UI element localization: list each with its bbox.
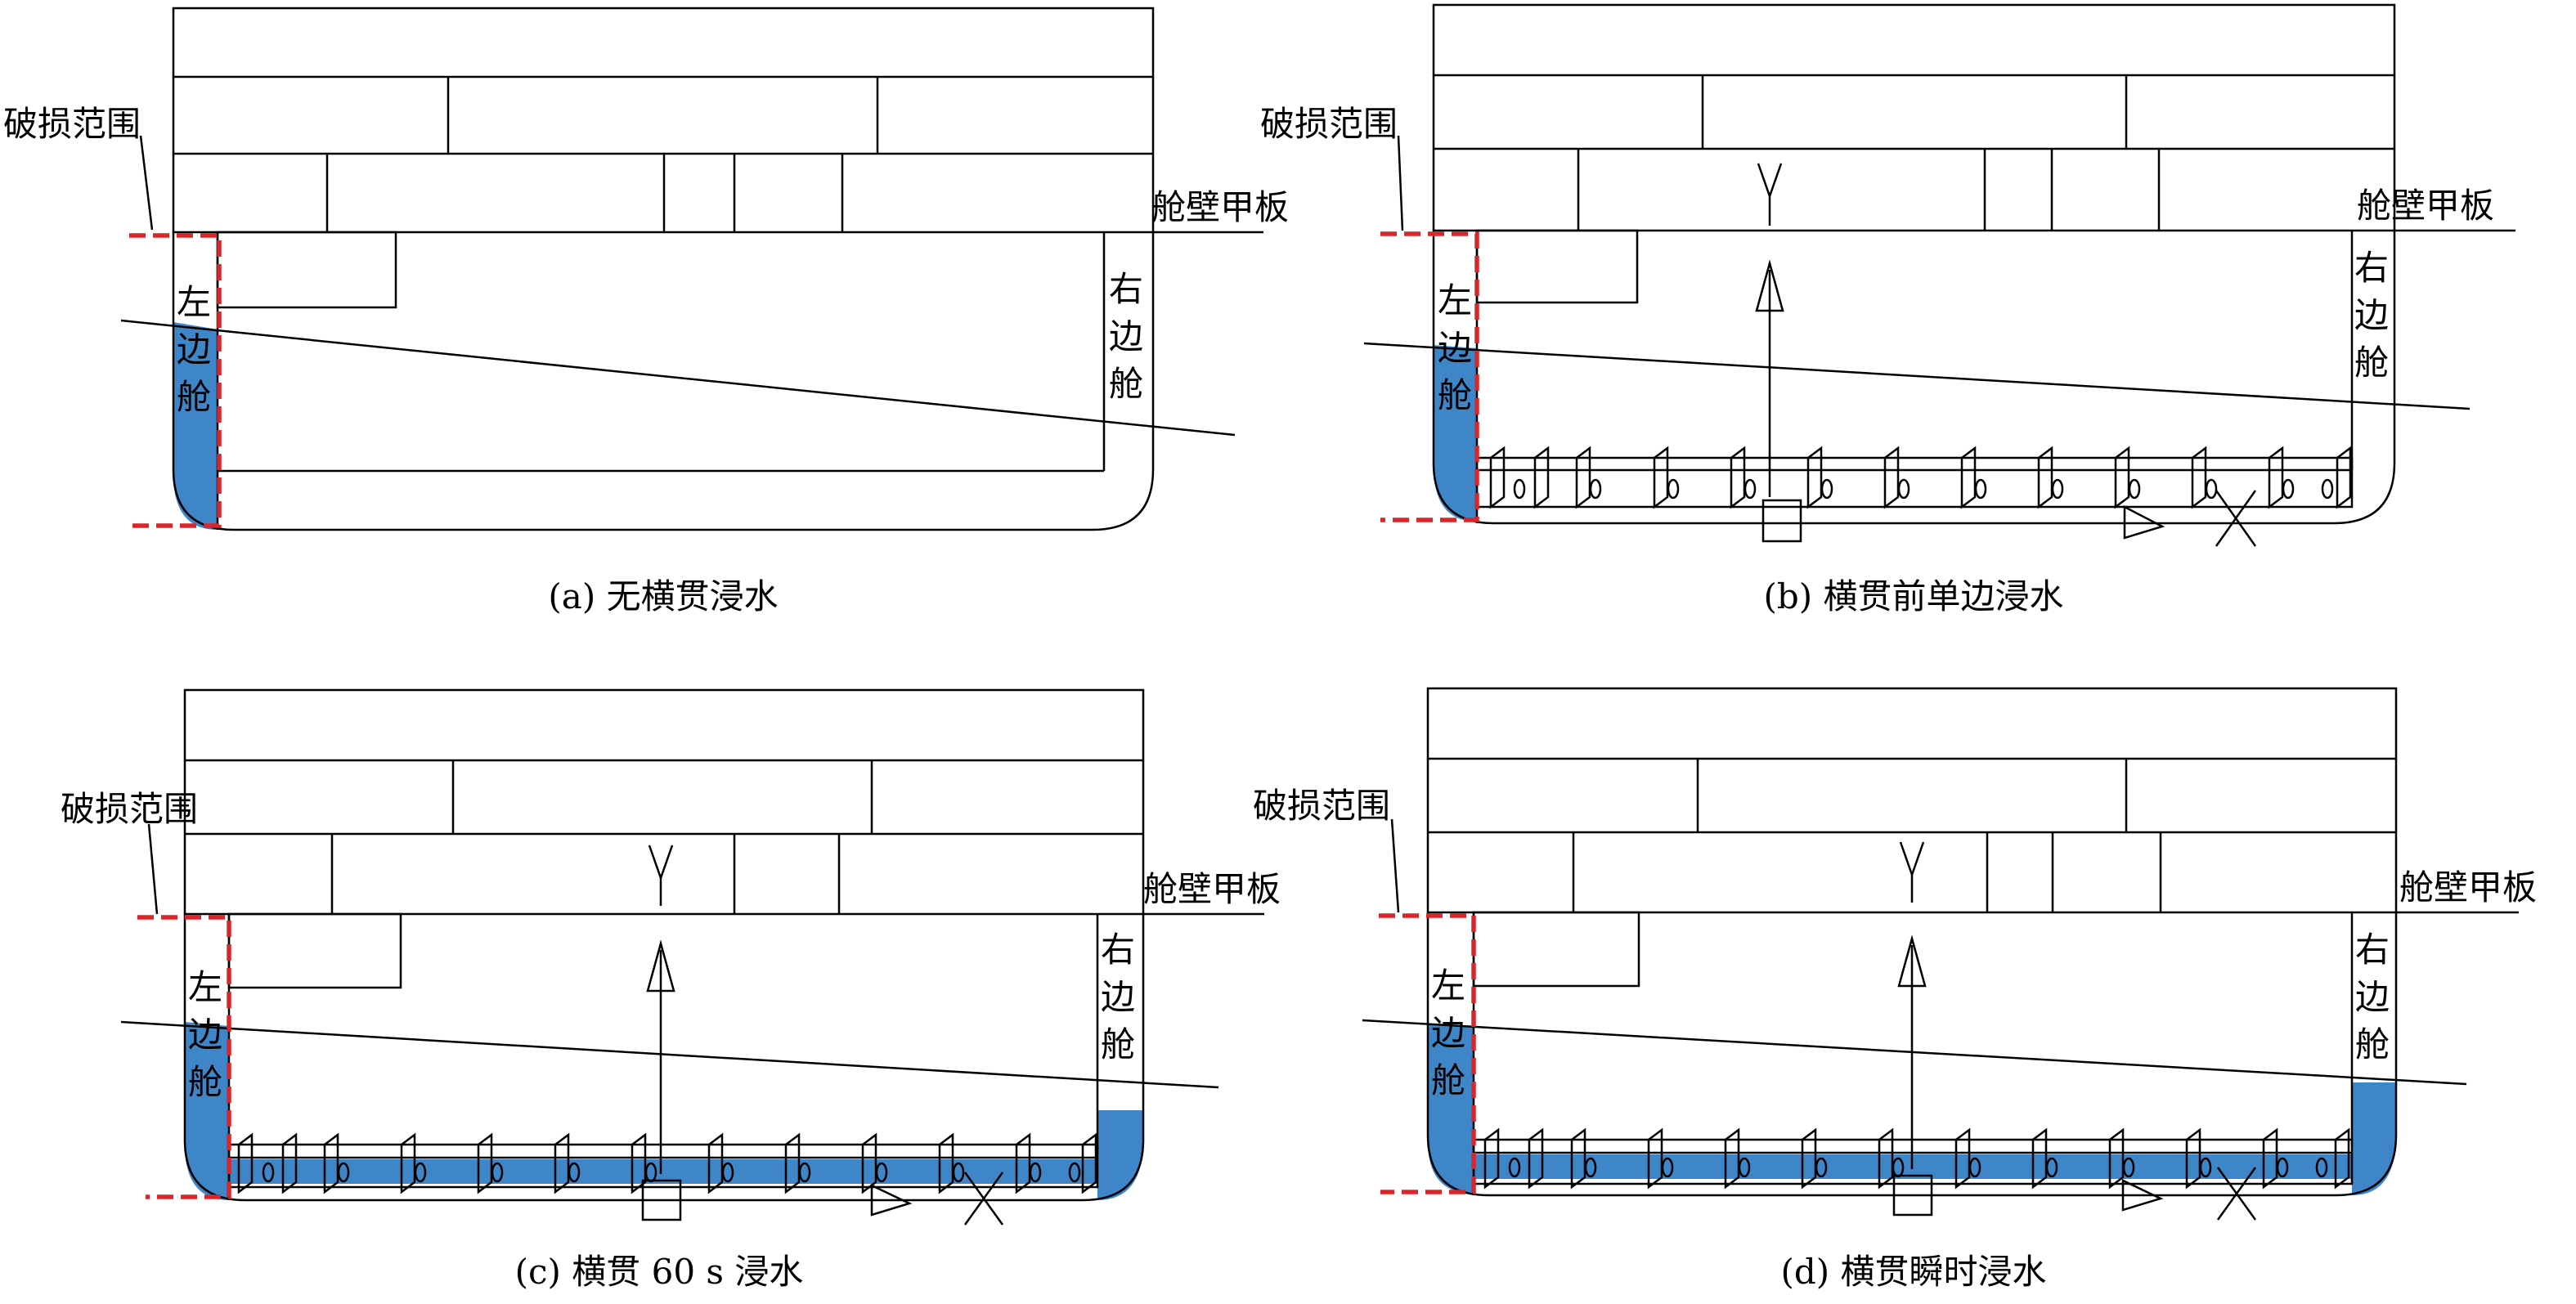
right-tank-char: 边 xyxy=(2354,295,2389,335)
valve-square-icon xyxy=(1761,499,1802,543)
left-tank-water xyxy=(1428,1024,1474,1194)
vent-y-icon xyxy=(1899,841,1925,903)
panel-caption: (b) 横贯前单边浸水 xyxy=(1763,576,2063,616)
panel-caption: (a) 无横贯浸水 xyxy=(548,576,778,616)
waterline xyxy=(1363,342,2471,410)
left-tank-char: 边 xyxy=(1438,328,1472,368)
left-tank-char: 左 xyxy=(188,967,222,1007)
superstructure xyxy=(1432,3,2396,231)
damage-range-marker xyxy=(1379,818,1476,1194)
superstructure xyxy=(183,688,1145,914)
duct-frame-icons xyxy=(1483,1127,2350,1190)
left-tank-char: 舱 xyxy=(1438,375,1472,415)
left-tank-label: 左 边 舱 xyxy=(177,282,211,417)
left-tank-char: 舱 xyxy=(1431,1060,1465,1100)
left-tank-label: 左 边 舱 xyxy=(188,967,222,1102)
valve-square-icon xyxy=(641,1179,682,1221)
arrow-up-icon xyxy=(646,939,675,993)
panel-a: 破损范围 舱壁甲板 左 边 舱 右 边 舱 (a) 无横贯浸水 xyxy=(3,7,1289,616)
right-tank-char: 右 xyxy=(1101,930,1135,970)
right-tank-label: 右 边 舱 xyxy=(1101,930,1135,1064)
panel-b: 破损范围 舱壁甲板 左 边 舱 右 边 舱 (b) 横贯前单边浸水 xyxy=(1260,3,2515,616)
arrow-up-icon xyxy=(1755,259,1784,312)
pump-triangle-icon xyxy=(2121,1179,2164,1212)
left-tank-char: 边 xyxy=(177,329,211,370)
bulkhead-deck-label: 舱壁甲板 xyxy=(1151,187,1289,227)
damage-range-marker xyxy=(1380,135,1479,522)
panel-caption: (c) 横贯 60 s 浸水 xyxy=(515,1252,804,1292)
panel-c: 破损范围 舱壁甲板 左 边 舱 右 边 舱 (c) 横贯 60 s 浸水 xyxy=(61,688,1281,1292)
damage-range-marker xyxy=(129,135,222,528)
left-tank-label: 左 边 舱 xyxy=(1438,280,1472,415)
superstructure xyxy=(172,7,1155,232)
vent-y-icon xyxy=(648,845,674,906)
vent-pipe xyxy=(1755,163,1784,497)
bulkhead-deck-label: 舱壁甲板 xyxy=(2399,867,2537,907)
pump-triangle-icon xyxy=(2123,504,2165,540)
right-tank-char: 右 xyxy=(2354,248,2389,288)
left-tank-char: 边 xyxy=(188,1015,222,1055)
valve-x-icon xyxy=(963,1172,1004,1226)
pump-triangle-icon xyxy=(870,1184,913,1217)
flood-water xyxy=(185,1022,1143,1200)
valve-square-icon xyxy=(1892,1174,1933,1217)
left-tank-water xyxy=(185,1022,229,1200)
damage-range-label: 破损范围 xyxy=(1253,786,1390,826)
duct-frame-icons xyxy=(1489,446,2352,509)
right-tank-char: 舱 xyxy=(2355,1024,2390,1064)
damage-range-label: 破损范围 xyxy=(3,104,141,144)
right-tank-label: 右 边 舱 xyxy=(2354,248,2389,383)
panel-d: 破损范围 舱壁甲板 左 边 舱 右 边 舱 (d) 横贯瞬时浸水 xyxy=(1253,687,2537,1292)
left-tank-char: 边 xyxy=(1431,1013,1465,1053)
right-tank-char: 右 xyxy=(1109,269,1143,309)
panel-caption: (d) 横贯瞬时浸水 xyxy=(1780,1252,2046,1292)
right-tank-label: 右 边 舱 xyxy=(2355,930,2390,1064)
damage-range-marker xyxy=(137,823,231,1199)
crossflow-duct xyxy=(1475,446,2354,547)
right-tank-char: 右 xyxy=(2355,930,2390,970)
right-tank-water xyxy=(2352,1082,2396,1195)
left-tank-char: 左 xyxy=(1431,966,1465,1006)
right-tank-char: 边 xyxy=(1101,977,1135,1017)
vent-y-icon xyxy=(1757,163,1783,226)
crossflow-duct xyxy=(227,1132,1099,1226)
right-tank-char: 舱 xyxy=(1109,364,1143,404)
arrow-up-icon xyxy=(1897,934,1927,988)
bulkhead-deck-label: 舱壁甲板 xyxy=(2357,186,2494,226)
valve-x-icon xyxy=(2215,490,2257,547)
left-tank-label: 左 边 舱 xyxy=(1431,966,1465,1100)
waterline xyxy=(1362,1019,2467,1086)
right-tank-char: 舱 xyxy=(2354,343,2389,383)
left-tank-water xyxy=(173,322,218,530)
vent-pipe xyxy=(646,845,675,1174)
waterline xyxy=(120,1020,1219,1089)
superstructure xyxy=(1426,687,2398,912)
duct-frame-icons xyxy=(237,1132,1097,1194)
right-tank-char: 边 xyxy=(2355,977,2390,1017)
left-tank-char: 舱 xyxy=(177,377,211,417)
damage-range-label: 破损范围 xyxy=(1260,104,1398,144)
left-tank-char: 左 xyxy=(1438,280,1472,320)
left-tank-char: 左 xyxy=(177,282,211,322)
right-tank-label: 右 边 舱 xyxy=(1109,269,1143,404)
vent-pipe xyxy=(1897,841,1927,1169)
valve-x-icon xyxy=(2216,1167,2257,1221)
waterline xyxy=(120,319,1236,437)
right-tank-char: 舱 xyxy=(1101,1024,1135,1064)
bulkhead-deck-label: 舱壁甲板 xyxy=(1143,869,1281,909)
left-tank-water xyxy=(1434,345,1477,522)
left-tank-char: 舱 xyxy=(188,1062,222,1102)
right-tank-char: 边 xyxy=(1109,316,1143,356)
damage-range-label: 破损范围 xyxy=(61,789,198,829)
right-tank-water xyxy=(1097,1110,1143,1200)
